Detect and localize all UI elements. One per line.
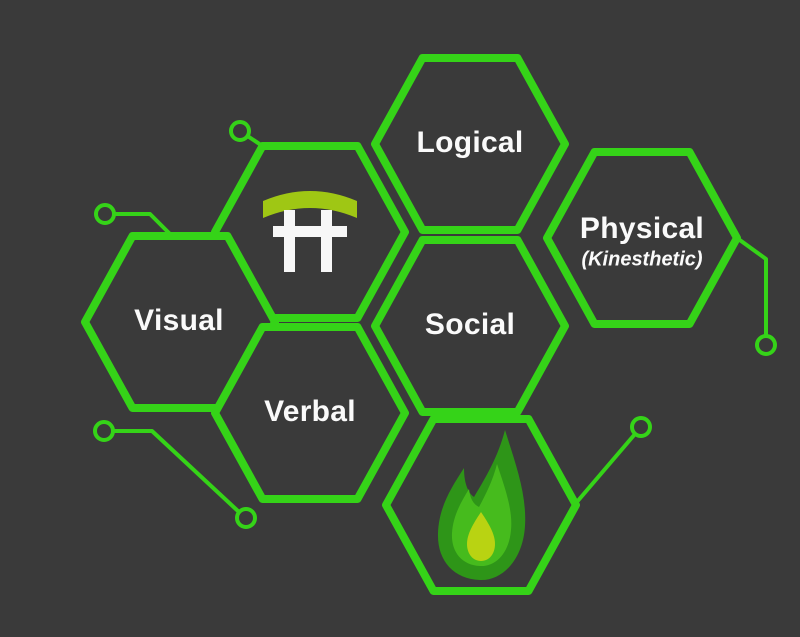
circuit-trace: [574, 432, 637, 505]
hexagon-physical: [543, 148, 741, 328]
circuit-node: [630, 416, 652, 438]
flame-drop-shape: [467, 512, 495, 561]
flame-icon: [437, 430, 526, 581]
torii-gate-icon: [263, 191, 357, 272]
hexagon-label-visual: Visual: [134, 304, 224, 337]
torii-top-beam: [263, 191, 357, 218]
hexagon-sublabel-kinesthetic: (Kinesthetic): [581, 248, 703, 271]
circuit-node: [755, 334, 777, 356]
hexagon-label-verbal: Verbal: [264, 395, 356, 428]
torii-post-right: [321, 210, 332, 272]
torii-post-left: [284, 210, 295, 272]
circuit-node: [94, 203, 116, 225]
circuit-node: [229, 120, 251, 142]
circuit-trace: [735, 236, 768, 337]
circuit-trace: [113, 429, 241, 514]
hexagon-verbal: [211, 323, 409, 503]
hexagon-label-social: Social: [424, 308, 516, 341]
hexagon-label-logical: Logical: [416, 126, 524, 159]
hexagon-social: [371, 236, 569, 416]
circuit-trace: [114, 212, 174, 238]
torii-lintel: [273, 226, 347, 237]
circuit-node: [235, 507, 257, 529]
hexagon-logical: [371, 54, 569, 234]
hexagon-visual: [81, 232, 279, 412]
circuit-node: [93, 420, 115, 442]
hexagon-label-physical: Physical: [579, 212, 705, 245]
hexagon-grid: [81, 54, 741, 595]
